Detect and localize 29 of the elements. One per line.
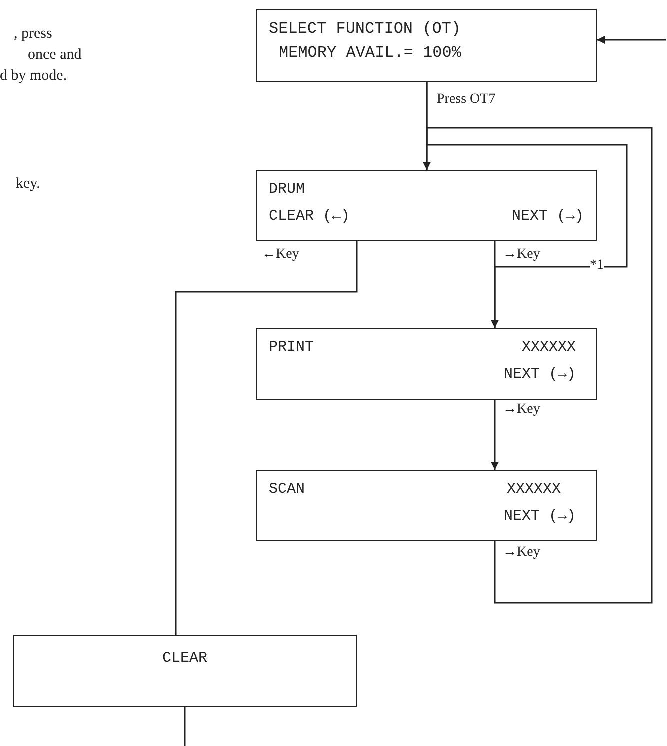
note-text: once and: [28, 47, 82, 64]
edge-label: ←Key: [262, 247, 300, 263]
note-text: key.: [16, 176, 40, 193]
edge-label: →Key: [503, 545, 540, 561]
edge-label: →Key: [503, 402, 540, 418]
screen-text: NEXT (→): [504, 508, 576, 526]
flow-arrow: [423, 127, 653, 604]
flow-arrow: [426, 82, 628, 328]
screen-text: XXXXXX: [506, 481, 561, 499]
note-text: d by mode.: [0, 68, 68, 85]
screen-text: MEMORY AVAIL.= 100%: [279, 44, 462, 62]
screen-text: CLEAR: [161, 650, 208, 668]
screen-text: NEXT (→): [512, 208, 584, 226]
display-screen-box: [256, 9, 597, 82]
display-screen-box: [256, 328, 597, 400]
flow-arrow: [491, 400, 499, 470]
screen-text: DRUM: [269, 181, 306, 199]
display-screen-box: [13, 635, 357, 707]
flow-arrow: [597, 36, 666, 44]
edge-label: →Key: [503, 247, 540, 263]
note-text: , press: [14, 26, 52, 43]
screen-text: CLEAR (←): [269, 208, 350, 226]
screen-text: XXXXXX: [522, 339, 576, 357]
display-screen-box: [256, 170, 597, 241]
screen-text: PRINT: [269, 339, 314, 357]
display-screen-box: [256, 470, 597, 541]
screen-text: NEXT (→): [504, 366, 576, 384]
screen-text: SELECT FUNCTION (OT): [269, 20, 462, 38]
screen-text: SCAN: [269, 481, 306, 499]
